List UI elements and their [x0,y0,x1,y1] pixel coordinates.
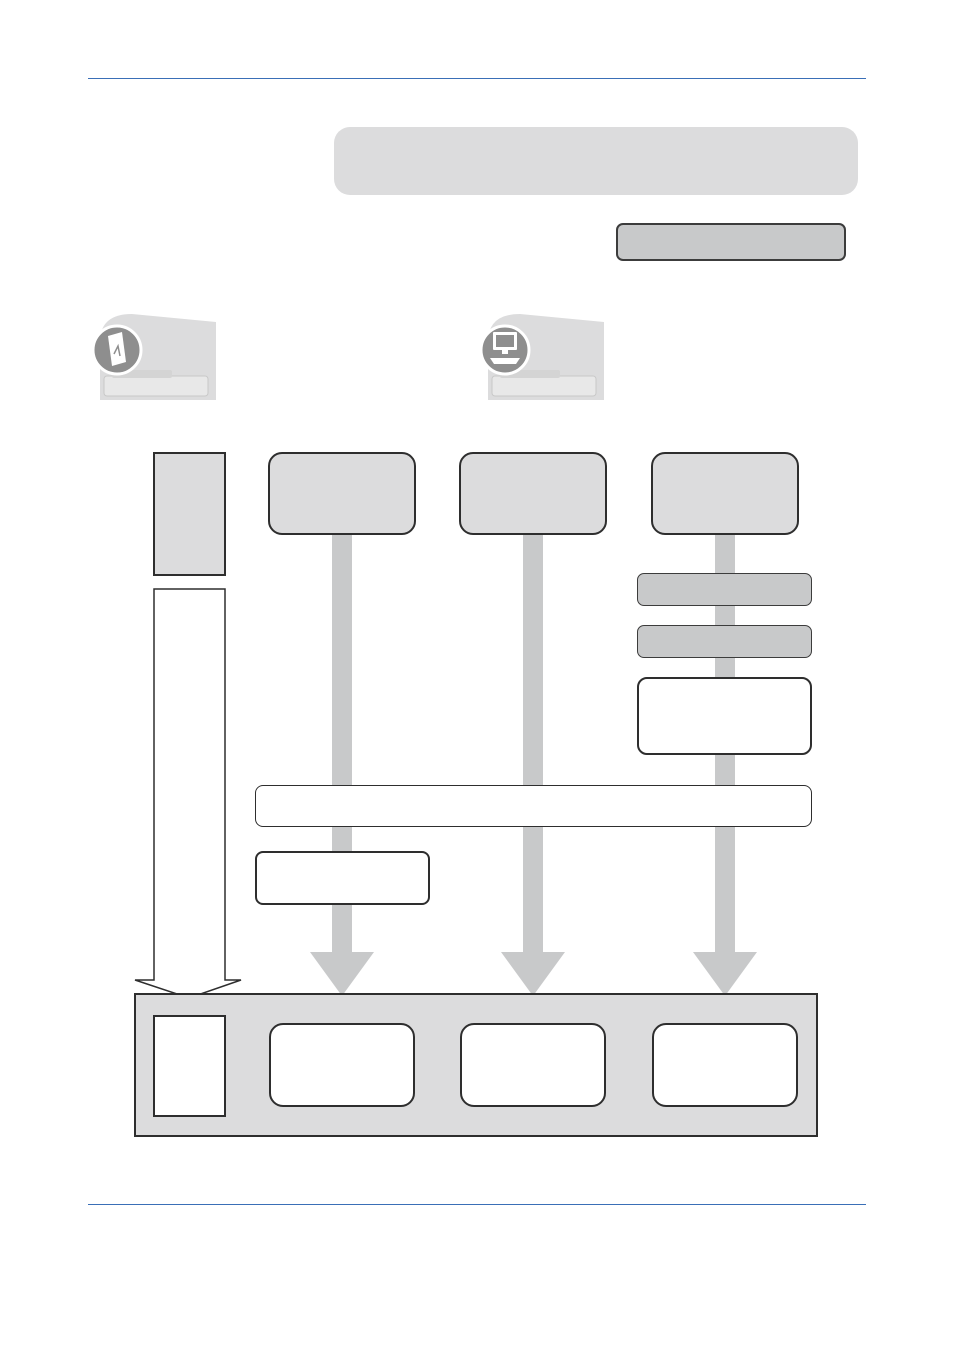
result-box-3 [652,1023,798,1107]
flow-arrowhead-1 [310,952,374,996]
source-box-3 [651,452,799,535]
source-box-1 [268,452,416,535]
document-scanner-icon [92,314,216,400]
computer-scanner-icon [480,314,604,400]
result-box-2 [460,1023,606,1107]
left-source-box [153,452,226,576]
flow-line-2 [523,532,543,956]
flow-arrowhead-3 [693,952,757,996]
common-step-bar [255,785,812,827]
bottom-rule [88,1204,866,1205]
column1-step-box [255,851,430,905]
result-box-1 [269,1023,415,1107]
left-hollow-arrow [134,588,242,999]
top-rule [88,78,866,79]
flow-arrowhead-2 [501,952,565,996]
step-box-3 [637,677,812,755]
flow-line-1 [332,532,352,956]
step-pill-1 [637,573,812,606]
step-pill-2 [637,625,812,658]
title-banner [334,127,858,195]
left-result-box [153,1015,226,1117]
source-box-2 [459,452,607,535]
header-badge [616,223,846,261]
